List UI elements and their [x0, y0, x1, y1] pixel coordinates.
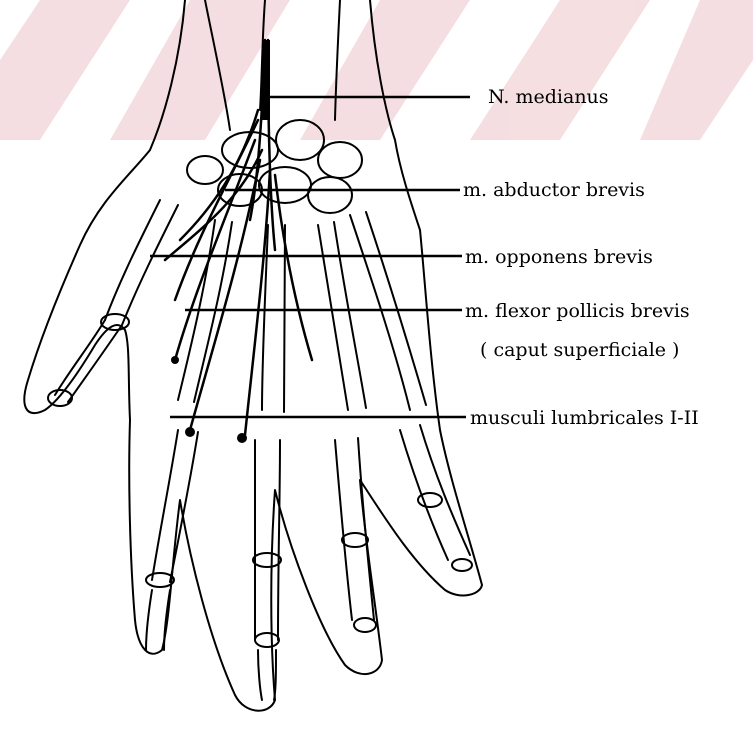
watermark-stripes: [0, 0, 753, 140]
label-opponens-brevis: m. opponens brevis: [465, 246, 653, 268]
leader-lines: [150, 97, 470, 417]
finger-phalanges: [146, 425, 472, 700]
label-median-nerve: N. medianus: [488, 86, 609, 108]
label-caput-superficiale: ( caput superficiale ): [480, 339, 679, 361]
thumb-bones: [48, 200, 178, 406]
label-abductor-brevis: m. abductor brevis: [463, 179, 645, 201]
label-flexor-pollicis-brevis: m. flexor pollicis brevis: [465, 300, 690, 322]
label-lumbricales: musculi lumbricales I-II: [470, 407, 699, 429]
